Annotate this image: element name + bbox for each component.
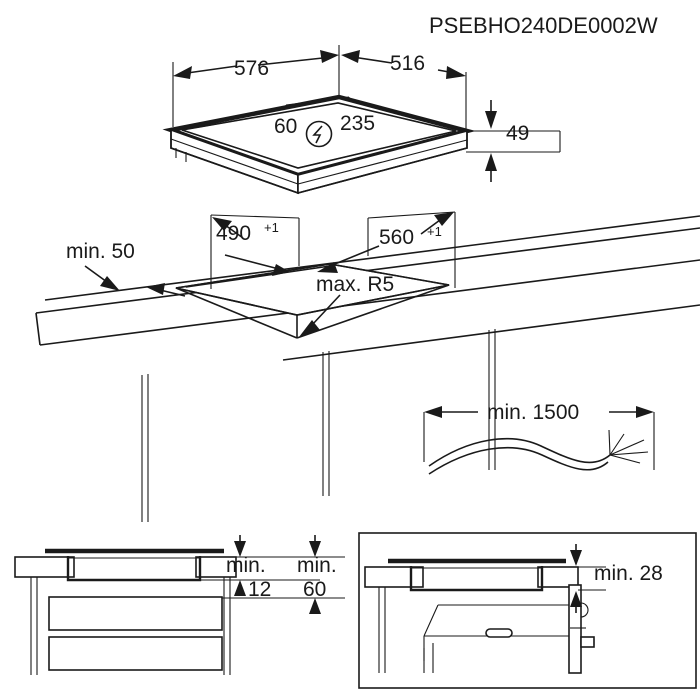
dim-hob-width: 576: [234, 57, 269, 80]
left-dimension-60: [222, 535, 345, 614]
electrical-connection-icon: [305, 120, 333, 148]
oven-below: [423, 604, 578, 673]
dim-hob-depth: 516: [390, 52, 425, 75]
dim-corner-radius: max. R5: [316, 273, 394, 296]
cutout-depth-dimension: [210, 214, 300, 289]
dim-left-min12-line2: 12: [248, 578, 271, 601]
rear-clearance-dimension: [84, 265, 186, 297]
corner-radius-leader: [299, 294, 341, 337]
dim-connection-right: 235: [340, 112, 375, 135]
dim-rear-clearance: min. 50: [66, 240, 135, 263]
dim-right-min28: min. 28: [594, 562, 663, 585]
view-section-left: min. 12 min. 60: [14, 535, 345, 675]
view-cable-length: min. 1500: [423, 401, 655, 475]
dim-cable-length: min. 1500: [487, 401, 579, 424]
dim-left-min60-line1: min.: [297, 554, 337, 577]
right-dimension-28: [542, 544, 606, 613]
dim-cutout-depth-tolerance: +1: [264, 220, 279, 235]
view-hob-perspective: 576 516 60 235 49: [162, 45, 561, 195]
view-section-right: min. 28: [358, 532, 697, 689]
oven-bracket: [568, 584, 595, 674]
hob-dimension-lines: [172, 45, 467, 133]
dim-cutout-width: 560: [379, 226, 414, 249]
worktop-support-legs: [141, 329, 496, 522]
dim-left-min12-line1: min.: [226, 554, 266, 577]
drawing-title: PSEBHO240DE0002W: [429, 13, 658, 38]
dim-connection-left: 60: [274, 115, 297, 138]
dim-cutout-width-tolerance: +1: [427, 224, 442, 239]
cutout-width-dimension: [317, 211, 456, 288]
dim-left-min60-line2: 60: [303, 578, 326, 601]
hob-height-dimension: [466, 100, 561, 182]
view-worktop-cutout: min. 50 490 +1 560 +1 max. R5: [35, 211, 700, 522]
dim-hob-height: 49: [506, 122, 529, 145]
dim-cutout-depth: 490: [216, 222, 251, 245]
